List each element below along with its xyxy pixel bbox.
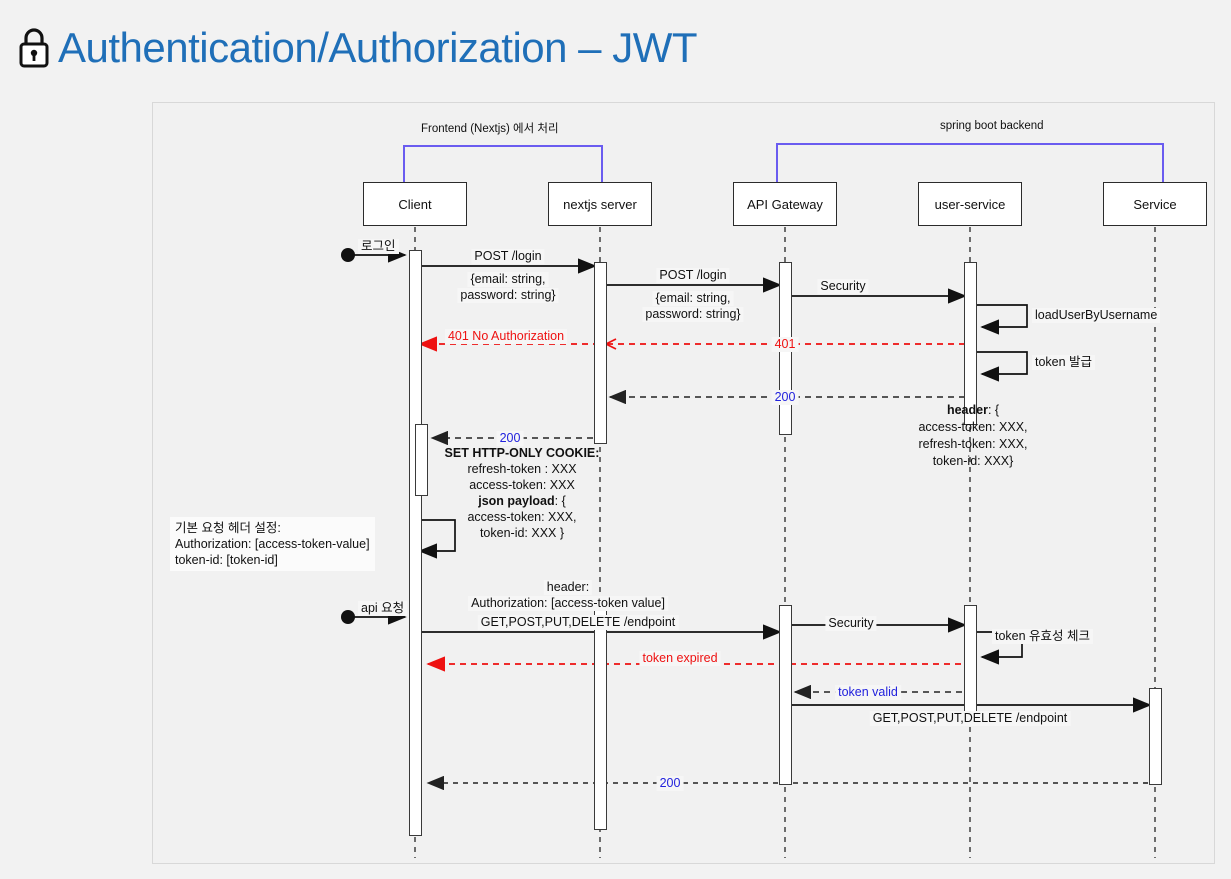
group-bracket-backend: [776, 143, 1164, 216]
label-payload-access-token: access-token: XXX,: [467, 510, 577, 524]
activation-gateway-2: [779, 605, 792, 785]
label-200-final: 200: [656, 776, 684, 791]
label-email-password-2b: password: string}: [642, 307, 744, 322]
page-header: Authentication/Authorization – JWT: [0, 0, 1231, 95]
label-header-simple: header:: [543, 580, 593, 595]
note-line-2: Authorization: [access-token-value]: [175, 537, 370, 551]
diagram-frame: [152, 102, 1215, 864]
label-authorization-value: Authorization: [access-token value]: [468, 596, 668, 611]
label-security-2: Security: [825, 616, 877, 631]
participant-user-service[interactable]: user-service: [918, 182, 1022, 226]
label-set-cookie: SET HTTP-ONLY COOKIE:: [444, 446, 600, 460]
activation-nextjs-1: [594, 262, 607, 444]
activation-userservice-1: [964, 262, 977, 425]
label-cookie-block: SET HTTP-ONLY COOKIE: refresh-token : XX…: [424, 445, 620, 541]
label-post-login-2: POST /login: [656, 268, 730, 283]
label-login-actor: 로그인: [358, 239, 399, 254]
label-200-to-client: 200: [496, 431, 524, 446]
activation-nextjs-2: [594, 610, 607, 830]
label-refresh-token: refresh-token: XXX,: [918, 437, 1028, 451]
label-security-1: Security: [817, 279, 869, 294]
label-header-key: header: [946, 403, 988, 417]
note-default-request-header: 기본 요청 헤더 설정: Authorization: [access-toke…: [170, 517, 375, 571]
label-load-user-by-username: loadUserByUsername: [1032, 308, 1161, 323]
actor-api-request: [341, 609, 407, 625]
label-token-id: token-id: XXX}: [932, 454, 1014, 468]
label-api-actor: api 요청: [358, 601, 408, 616]
arrow-self-token-issue: [977, 351, 1028, 382]
participant-nextjs-server[interactable]: nextjs server: [548, 182, 652, 226]
arrow-self-load-user: [977, 304, 1028, 335]
label-endpoint-methods-1: GET,POST,PUT,DELETE /endpoint: [477, 615, 679, 630]
label-token-valid: token valid: [835, 685, 901, 700]
label-200-backend: 200: [771, 390, 799, 405]
label-email-password-2a: {email: string,: [652, 291, 734, 306]
actor-login: [341, 247, 407, 263]
label-cookie-refresh-token: refresh-token : XXX: [467, 462, 577, 476]
participant-client[interactable]: Client: [363, 182, 467, 226]
label-json-payload-colon: : {: [554, 494, 566, 508]
note-line-3: token-id: [token-id]: [175, 553, 278, 567]
arrow-note-header-setup: [418, 519, 456, 559]
activation-userservice-2: [964, 605, 977, 715]
group-bracket-frontend: [403, 145, 603, 216]
label-header-block: header: { access-token: XXX, refresh-tok…: [879, 402, 1067, 470]
label-header-colon: : {: [987, 403, 1000, 417]
note-line-1: 기본 요청 헤더 설정:: [175, 521, 281, 535]
label-json-payload-key: json payload: [478, 494, 555, 508]
label-cookie-access-token: access-token: XXX: [469, 478, 575, 492]
activation-service-1: [1149, 688, 1162, 785]
label-payload-token-id: token-id: XXX }: [479, 526, 565, 540]
participant-api-gateway[interactable]: API Gateway: [733, 182, 837, 226]
label-token-expired: token expired: [639, 651, 721, 666]
activation-client-main: [409, 250, 422, 836]
label-access-token: access-token: XXX,: [918, 420, 1028, 434]
page-title: Authentication/Authorization – JWT: [58, 23, 698, 71]
activation-client-nested: [415, 424, 428, 496]
label-token-validity-check: token 유효성 체크: [992, 629, 1094, 644]
group-label-backend: spring boot backend: [935, 120, 1049, 132]
label-401: 401: [771, 337, 799, 352]
group-label-frontend: Frontend (Nextjs) 에서 처리: [416, 120, 564, 136]
label-post-login-1: POST /login: [471, 249, 545, 264]
label-email-password-1b: password: string}: [457, 288, 559, 303]
label-token-issue: token 발급: [1032, 355, 1096, 370]
label-endpoint-methods-2: GET,POST,PUT,DELETE /endpoint: [869, 711, 1071, 726]
label-email-password-1a: {email: string,: [467, 272, 549, 287]
participant-service[interactable]: Service: [1103, 182, 1207, 226]
lock-icon: [19, 27, 49, 67]
label-401-no-authorization: 401 No Authorization: [444, 329, 568, 344]
